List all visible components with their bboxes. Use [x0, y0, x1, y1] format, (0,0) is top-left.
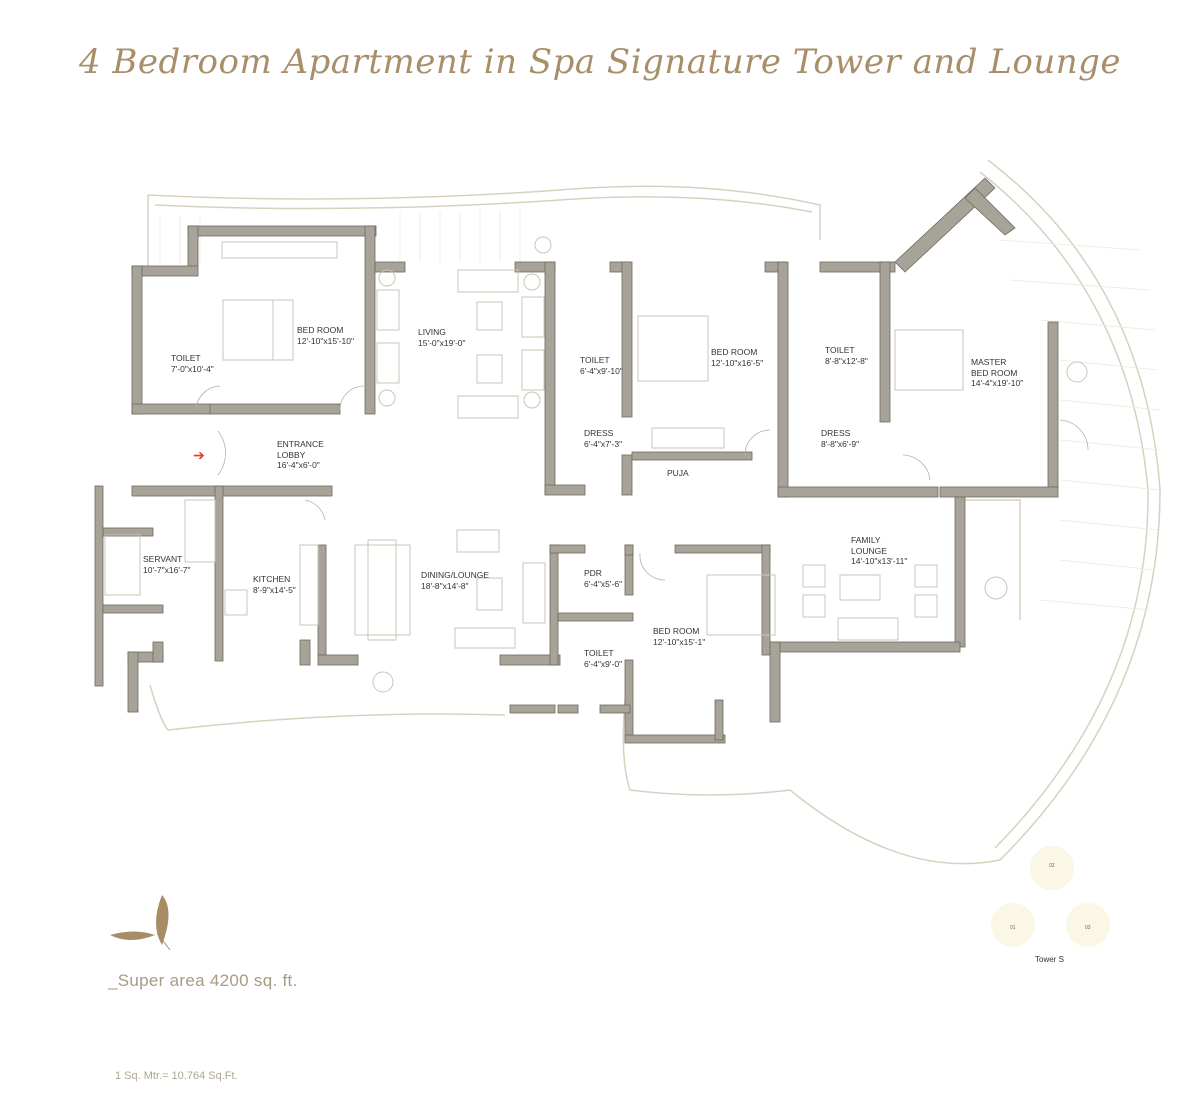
room-label-puja: PUJA [667, 468, 689, 478]
key-plan-unit-01: 01 [1010, 925, 1016, 931]
key-plan-unit-02: 02 [1049, 863, 1055, 869]
page-title: 4 Bedroom Apartment in Spa Signature Tow… [78, 42, 1122, 82]
super-area: _Super area 4200 sq. ft. [108, 971, 298, 990]
unit-conversion: 1 Sq. Mtr.= 10.764 Sq.Ft. [115, 1070, 238, 1082]
door-swings [195, 385, 1089, 581]
furniture [104, 236, 1088, 693]
balcony-outlines [147, 159, 1161, 865]
walls [94, 177, 1059, 744]
deck-boards [159, 208, 1161, 611]
key-plan-unit-03: 03 [1085, 925, 1091, 931]
key-plan-label: Tower S [1035, 955, 1064, 964]
leaf-logo [110, 895, 171, 951]
key-plan [991, 846, 1110, 947]
entrance-arrow-icon: ➔ [193, 447, 205, 463]
